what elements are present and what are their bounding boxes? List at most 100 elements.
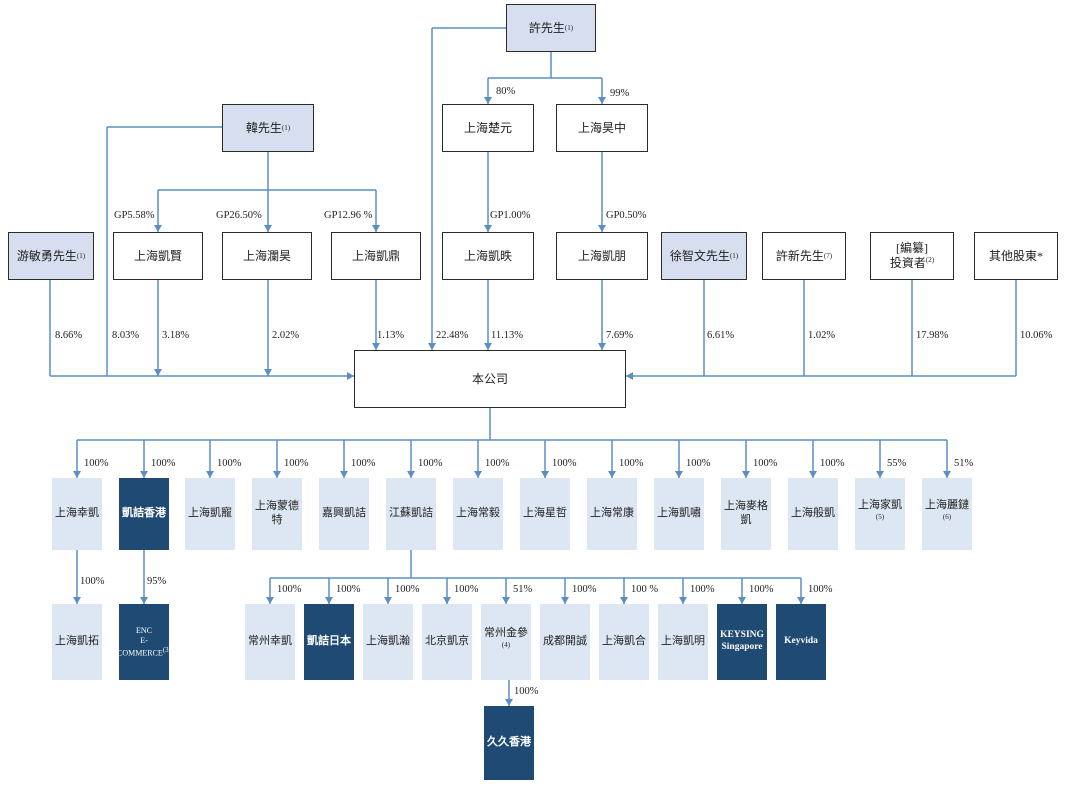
subsidiaries-percent-label: 100%	[686, 458, 711, 469]
node-shanghai-kaiding: 上海凱鼎	[331, 232, 421, 280]
node-mr-han: 韓先生(1)	[222, 104, 314, 152]
arrowhead	[484, 225, 492, 232]
label-xuxin-company: 1.02%	[808, 330, 836, 341]
arrowhead	[273, 471, 281, 478]
arrowhead	[206, 471, 214, 478]
label-haozhong-kaipeng: GP0.50%	[606, 210, 647, 221]
jiangsu-subs-node: 常州幸凱	[245, 604, 295, 680]
node-shanghai-kaiwo: 上海凱昳	[442, 232, 534, 280]
subsidiaries-node: 凱詰香港	[119, 478, 169, 550]
arrowhead	[742, 471, 750, 478]
node-shanghai-chuyuan: 上海楚元	[442, 104, 534, 152]
jiangsu-subs-percent-label: 100%	[277, 584, 302, 595]
node-shanghai-lanhao: 上海瀾昊	[222, 232, 312, 280]
arrowhead	[797, 597, 805, 604]
arrowhead	[502, 597, 510, 604]
arrowhead	[140, 471, 148, 478]
node-shanghai-kaipeng: 上海凱朋	[556, 232, 648, 280]
arrowhead	[738, 597, 746, 604]
jiangsu-subs-percent-label: 100%	[395, 584, 420, 595]
arrowhead	[372, 225, 380, 232]
node-mr-xu: 許先生(1)	[506, 4, 596, 52]
label-han-lanhao: GP26.50%	[216, 210, 262, 221]
jiangsu-subs-node: Keyvida	[776, 604, 826, 680]
jiangsu-subs-percent-label: 100%	[572, 584, 597, 595]
label-han-kaiding: GP12.96 %	[324, 210, 373, 221]
arrowhead	[264, 369, 272, 376]
arrowhead	[73, 597, 81, 604]
label-xu-company: 22.48%	[436, 330, 469, 341]
node-shanghai-haozhong: 上海昊中	[556, 104, 648, 152]
subsidiaries-node: 上海常康	[587, 478, 637, 550]
jiangsu-subs-node: 成都開誠	[540, 604, 590, 680]
arrowhead	[626, 372, 633, 380]
subsidiaries-percent-label: 100%	[151, 458, 176, 469]
arrowhead	[608, 471, 616, 478]
label-you-company: 8.66%	[55, 330, 83, 341]
arrowhead	[140, 597, 148, 604]
arrowhead	[561, 597, 569, 604]
arrowhead	[325, 597, 333, 604]
subsidiaries-node: 上海凱寵	[185, 478, 235, 550]
subsidiaries-node: 嘉興凱詰	[319, 478, 369, 550]
subsidiaries-percent-label: 100%	[485, 458, 510, 469]
label-jinshen-jiujiu: 100%	[514, 686, 539, 697]
arrowhead	[407, 471, 415, 478]
arrowhead	[474, 471, 482, 478]
subsidiaries-percent-label: 100%	[418, 458, 443, 469]
arrowhead	[154, 369, 162, 376]
node-shanghai-kaituo: 上海凱拓	[52, 604, 102, 680]
node-other-shareholders: 其他股東*	[974, 232, 1058, 280]
subsidiaries-node: 上海蒙德特	[252, 478, 302, 550]
subsidiaries-percent-label: 100%	[820, 458, 845, 469]
node-company: 本公司	[354, 350, 626, 408]
node-mr-xuzhiwen: 徐智文先生(1)	[661, 232, 747, 280]
label-han-kaixian: GP5.58%	[114, 210, 155, 221]
subsidiaries-node: 上海麗鏈(6)	[922, 478, 972, 550]
jiangsu-subs-percent-label: 51%	[513, 584, 533, 595]
subsidiaries-percent-label: 51%	[954, 458, 974, 469]
subsidiaries-node: 上海星哲	[520, 478, 570, 550]
jiangsu-subs-node: 上海凱合	[599, 604, 649, 680]
arrowhead	[809, 471, 817, 478]
arrowhead	[541, 471, 549, 478]
subsidiaries-node: 上海凱嘯	[654, 478, 704, 550]
arrowhead	[943, 471, 951, 478]
arrowhead	[598, 343, 606, 350]
arrowhead	[428, 343, 436, 350]
label-han-company: 8.03%	[112, 330, 140, 341]
node-mr-you: 游敏勇先生(1)	[8, 232, 94, 280]
jiangsu-subs-percent-label: 100 %	[631, 584, 659, 595]
node-mr-xuxin: 許新先生(7)	[762, 232, 846, 280]
subsidiaries-percent-label: 100%	[351, 458, 376, 469]
label-xuzhiwen-company: 6.61%	[707, 330, 735, 341]
subsidiaries-node: 上海幸凱	[52, 478, 102, 550]
subsidiaries-percent-label: 100%	[217, 458, 242, 469]
node-investors: [編纂]投資者(2)	[870, 232, 954, 280]
arrowhead	[598, 225, 606, 232]
label-hk-enc: 95%	[147, 576, 167, 587]
label-kaixian-company: 3.18%	[162, 330, 190, 341]
subsidiaries-percent-label: 100%	[284, 458, 309, 469]
subsidiaries-percent-label: 55%	[887, 458, 907, 469]
label-others-company: 10.06%	[1020, 330, 1053, 341]
arrowhead	[679, 597, 687, 604]
subsidiaries-percent-label: 100%	[753, 458, 778, 469]
jiangsu-subs-node: 上海凱瀚	[363, 604, 413, 680]
subsidiaries-node: 江蘇凱詰	[386, 478, 436, 550]
arrowhead	[620, 597, 628, 604]
arrowhead	[598, 97, 606, 104]
label-kaipeng-company: 7.69%	[606, 330, 634, 341]
label-investors-company: 17.98%	[916, 330, 949, 341]
arrowhead	[372, 343, 380, 350]
arrowhead	[675, 471, 683, 478]
subsidiaries-node: 上海麥格凱	[721, 478, 771, 550]
jiangsu-subs-node: KEYSING Singapore	[717, 604, 767, 680]
arrowhead	[154, 225, 162, 232]
arrowhead	[384, 597, 392, 604]
arrowhead	[484, 343, 492, 350]
subsidiaries-percent-label: 100%	[552, 458, 577, 469]
jiangsu-subs-node: 常州金參(4)	[481, 604, 531, 680]
